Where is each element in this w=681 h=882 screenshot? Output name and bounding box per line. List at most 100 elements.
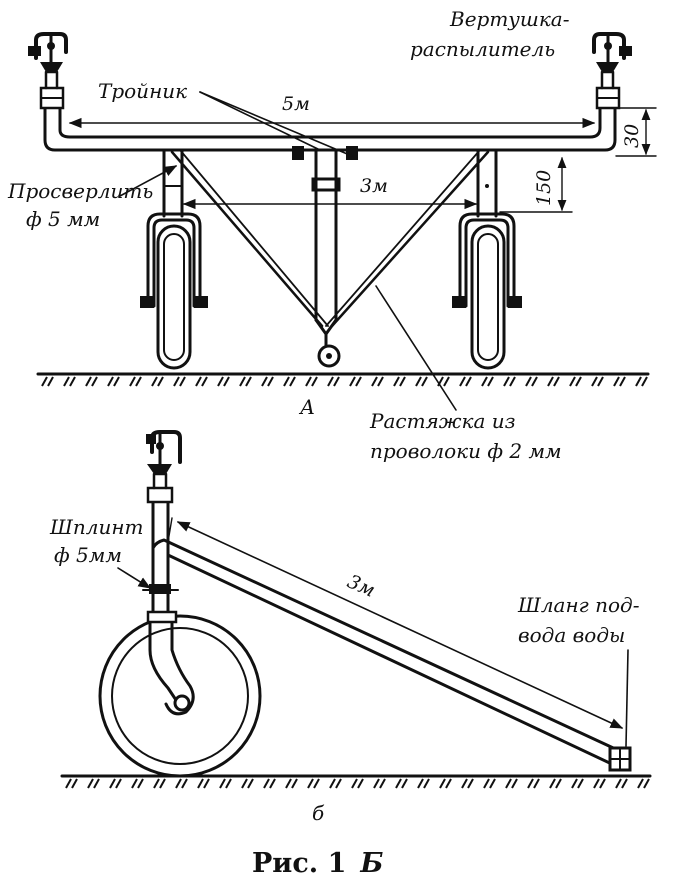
ground-hatch-mark bbox=[571, 778, 578, 789]
ground-hatch-mark bbox=[597, 376, 604, 387]
ground-hatch-mark bbox=[461, 778, 468, 789]
ground-line-b bbox=[60, 774, 652, 789]
ground-hatch-mark bbox=[305, 376, 312, 387]
ground-hatch-mark bbox=[239, 376, 246, 387]
ground-hatch-mark bbox=[531, 376, 538, 387]
ground-hatch-mark bbox=[329, 778, 336, 789]
label-hose: Шланг под- вода воды bbox=[517, 593, 640, 747]
ground-hatch-mark bbox=[313, 778, 320, 789]
ground-hatch-mark bbox=[593, 778, 600, 789]
sprinkler-left bbox=[28, 32, 68, 110]
ground-hatch-mark bbox=[173, 376, 180, 387]
ground-hatch-mark bbox=[137, 778, 144, 789]
ground-hatch-mark bbox=[445, 778, 452, 789]
ground-hatch-mark bbox=[195, 376, 202, 387]
ground-hatch-mark bbox=[569, 376, 576, 387]
dimension-wheel-height: 150 bbox=[499, 156, 573, 213]
ground-hatch-mark bbox=[553, 376, 560, 387]
ground-hatch-mark bbox=[511, 778, 518, 789]
ground-hatch-mark bbox=[417, 778, 424, 789]
ground-hatch-mark bbox=[503, 376, 510, 387]
tee-fitting bbox=[292, 146, 358, 368]
ground-hatch-mark bbox=[371, 376, 378, 387]
ground-hatch-mark bbox=[621, 778, 628, 789]
ground-hatch-mark bbox=[637, 778, 644, 789]
ground-hatch-mark bbox=[179, 376, 186, 387]
ground-hatch-mark bbox=[267, 376, 274, 387]
ground-hatch-mark bbox=[357, 778, 364, 789]
ground-hatch-mark bbox=[283, 376, 290, 387]
ground-hatch-mark bbox=[261, 376, 268, 387]
ground-hatch-mark bbox=[263, 778, 270, 789]
ground-hatch-mark bbox=[327, 376, 334, 387]
ground-hatch-mark bbox=[575, 376, 582, 387]
ground-hatch-mark bbox=[635, 376, 642, 387]
view-b-letter: б bbox=[312, 801, 325, 825]
ground-hatch-mark bbox=[285, 778, 292, 789]
ground-hatch-mark bbox=[203, 778, 210, 789]
wheel-right bbox=[452, 148, 522, 370]
ground-hatch-mark bbox=[591, 376, 598, 387]
ground-hatch-mark bbox=[619, 376, 626, 387]
ground-hatch-mark bbox=[439, 778, 446, 789]
hose-fitting bbox=[608, 746, 632, 772]
ground-hatch-mark bbox=[131, 778, 138, 789]
ground-hatch-mark bbox=[489, 778, 496, 789]
ground-hatch-mark bbox=[613, 376, 620, 387]
ground-hatch-mark bbox=[467, 778, 474, 789]
ground-hatch-mark bbox=[91, 376, 98, 387]
ground-hatch-mark bbox=[421, 376, 428, 387]
ground-hatch-mark bbox=[241, 778, 248, 789]
view-a-letter: А bbox=[298, 395, 315, 419]
ground-line-a bbox=[36, 372, 650, 387]
dimension-top-height: 30 bbox=[605, 107, 657, 157]
ground-hatch-mark bbox=[401, 778, 408, 789]
label-hose-line2: вода воды bbox=[518, 623, 625, 647]
label-sprinkler-line1: Вертушка- bbox=[449, 7, 570, 31]
label-hose-line1: Шланг под- bbox=[517, 593, 640, 617]
ground-hatch-mark bbox=[269, 778, 276, 789]
ground-hatch-mark bbox=[63, 376, 70, 387]
dimension-overall-length: 5м bbox=[68, 93, 596, 129]
caption-prefix: Рис. 1 bbox=[252, 848, 346, 879]
ground-hatch-mark bbox=[483, 778, 490, 789]
label-cotter-pin-line2: ф 5мм bbox=[54, 543, 122, 567]
ground-hatch-mark bbox=[525, 376, 532, 387]
ground-hatch-mark bbox=[487, 376, 494, 387]
label-tee: Тройник bbox=[98, 79, 353, 157]
dimension-top-height-label: 30 bbox=[621, 124, 643, 148]
label-guy-wire-line1: Растяжка из bbox=[369, 409, 516, 433]
wheel-left bbox=[140, 148, 208, 370]
label-drill-line2: ф 5 мм bbox=[26, 207, 100, 231]
ground-hatch-mark bbox=[577, 778, 584, 789]
ground-hatch-mark bbox=[443, 376, 450, 387]
ground-hatch-mark bbox=[395, 778, 402, 789]
ground-hatch-mark bbox=[71, 778, 78, 789]
ground-hatch-mark bbox=[349, 376, 356, 387]
svg-text:Рис. 1 Б: Рис. 1 Б bbox=[252, 848, 383, 879]
ground-hatch-mark bbox=[393, 376, 400, 387]
ground-hatch-mark bbox=[107, 376, 114, 387]
ground-hatch-mark bbox=[223, 376, 230, 387]
ground-hatch-mark bbox=[377, 376, 384, 387]
ground-hatch-mark bbox=[109, 778, 116, 789]
ground-hatch-mark bbox=[509, 376, 516, 387]
ground-hatch-mark bbox=[465, 376, 472, 387]
ground-hatch-mark bbox=[351, 778, 358, 789]
ground-hatch-mark bbox=[87, 778, 94, 789]
ground-hatch-mark bbox=[65, 778, 72, 789]
ground-hatch-mark bbox=[615, 778, 622, 789]
label-cotter-pin: Шплинт ф 5мм bbox=[49, 515, 152, 589]
ground-hatch-mark bbox=[555, 778, 562, 789]
ground-hatch-mark bbox=[311, 376, 318, 387]
dimension-overall-length-label: 5м bbox=[282, 93, 310, 115]
dimension-pipe-length-label: 3м bbox=[344, 570, 378, 601]
ground-hatch-mark bbox=[115, 778, 122, 789]
ground-hatch-mark bbox=[219, 778, 226, 789]
ground-hatch-mark bbox=[307, 778, 314, 789]
side-sprinkler bbox=[146, 430, 182, 504]
ground-hatch-mark bbox=[247, 778, 254, 789]
main-pipe bbox=[43, 106, 617, 152]
ground-hatch-mark bbox=[197, 778, 204, 789]
